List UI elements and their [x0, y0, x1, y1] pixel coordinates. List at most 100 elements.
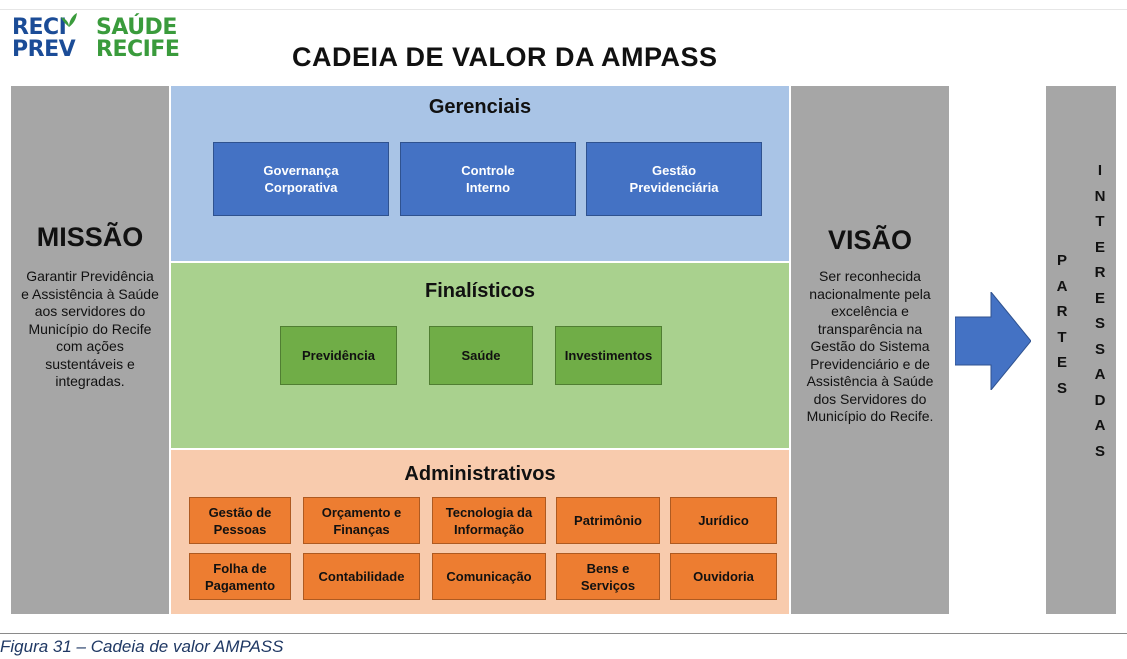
letter: D [1094, 391, 1106, 409]
visao-text: Ser reconhecida nacionalmente pela excel… [791, 268, 949, 426]
visao-line: Gestão do Sistema [810, 338, 930, 354]
letter: S [1056, 379, 1067, 397]
patrimonio-box: Patrimônio [556, 497, 660, 544]
visao-line: Ser reconhecida [819, 268, 921, 284]
visao-panel: VISÃO Ser reconhecida nacionalmente pela… [791, 86, 949, 614]
missao-line: integradas. [55, 373, 125, 389]
visao-line: transparência na [817, 320, 923, 337]
box-line: Bens e [586, 560, 630, 576]
ouvidoria-box: Ouvidoria [670, 553, 777, 600]
letter: A [1056, 277, 1068, 295]
missao-line: sustentáveis e [45, 355, 135, 372]
letter: T [1095, 213, 1105, 230]
letter: E [1094, 238, 1105, 256]
missao-text: Garantir Previdência e Assistência à Saú… [11, 268, 169, 391]
box-line: Informação [453, 521, 525, 537]
box-line: Controle [461, 163, 515, 178]
interessadas-letters: I N T E R E S S A D A S [1090, 158, 1110, 464]
reciprev-logo-line1: RECI [12, 15, 67, 40]
letter: S [1094, 340, 1105, 358]
letter: R [1056, 303, 1068, 320]
box-line: Ouvidoria [693, 569, 754, 584]
previdencia-box: Previdência [280, 326, 397, 385]
letter: E [1056, 354, 1067, 371]
bottom-rule [0, 633, 1127, 634]
leaf-icon [61, 13, 77, 27]
administrativos-title: Administrativos [404, 463, 556, 485]
box-line: Folha de [213, 560, 267, 576]
partes-interessadas-panel: P A R T E S I N T E R E S S A D A S [1046, 86, 1116, 614]
visao-line: Município do Recife. [806, 408, 934, 424]
right-arrow-icon [955, 292, 1031, 390]
juridico-box: Jurídico [670, 497, 777, 544]
missao-line: com ações [56, 338, 124, 354]
missao-line: e Assistência à Saúde [21, 285, 159, 302]
diagram-title: CADEIA DE VALOR DA AMPASS [292, 42, 718, 72]
partes-letters: P A R T E S [1052, 248, 1072, 401]
saude-logo-line1: SAÚDE [96, 15, 177, 40]
visao-heading: VISÃO [827, 225, 913, 255]
missao-heading: MISSÃO [36, 222, 144, 252]
comunicacao-box: Comunicação [432, 553, 546, 600]
contabilidade-box: Contabilidade [303, 553, 420, 600]
missao-line: Município do Recife [28, 320, 152, 337]
investimentos-box: Investimentos [555, 326, 662, 385]
reciprev-logo-line2: PREV [12, 37, 76, 62]
finalisticos-title: Finalísticos [424, 280, 536, 302]
figure-caption: Figura 31 – Cadeia de valor AMPASS [0, 637, 284, 656]
box-line: Serviços [580, 577, 636, 593]
visao-line: Previdenciário e de [810, 355, 930, 372]
saude-logo-line2: RECIFE [96, 37, 180, 62]
box-line: Pagamento [204, 577, 276, 593]
box-line: Previdenciária [629, 180, 719, 195]
missao-panel: MISSÃO Garantir Previdência e Assistênci… [11, 86, 169, 614]
box-line: Saúde [461, 348, 501, 363]
missao-line: aos servidores do [34, 303, 146, 319]
box-line: Contabilidade [318, 569, 405, 584]
gerenciais-title: Gerenciais [428, 96, 532, 118]
letter: I [1097, 162, 1103, 179]
visao-line: nacionalmente pela [809, 285, 931, 302]
visao-line: dos Servidores do [813, 390, 927, 407]
box-line: Pessoas [213, 521, 267, 537]
letter: A [1094, 366, 1106, 383]
saude-box: Saúde [429, 326, 533, 385]
visao-line: Assistência à Saúde [806, 373, 934, 389]
box-line: Corporativa [264, 180, 338, 195]
box-line: Comunicação [446, 569, 532, 584]
finalisticos-band: Finalísticos Previdência Saúde Investime… [171, 263, 789, 448]
visao-line: excelência e [831, 303, 909, 319]
box-line: Tecnologia da [445, 504, 533, 520]
letter: P [1056, 252, 1067, 269]
letter: E [1094, 289, 1105, 307]
letter: R [1094, 264, 1106, 281]
top-rule [0, 9, 1127, 10]
box-line: Jurídico [698, 513, 749, 528]
box-line: Gestão de [208, 504, 272, 520]
box-line: Finanças [333, 521, 390, 537]
box-line: Gestão [651, 163, 697, 178]
letter: S [1094, 442, 1105, 460]
letter: A [1094, 417, 1106, 434]
reciprev-logo: RECI PREV [12, 17, 82, 61]
box-line: Previdência [302, 348, 375, 363]
box-line: Investimentos [564, 348, 653, 363]
box-line: Orçamento e [321, 504, 402, 520]
missao-line: Garantir Previdência [26, 268, 154, 284]
letter: T [1057, 328, 1067, 346]
box-line: Patrimônio [574, 513, 642, 528]
box-line: Governança [263, 163, 339, 178]
saude-recife-logo: SAÚDE RECIFE [96, 15, 180, 62]
letter: S [1094, 315, 1105, 332]
letter: N [1094, 187, 1106, 205]
